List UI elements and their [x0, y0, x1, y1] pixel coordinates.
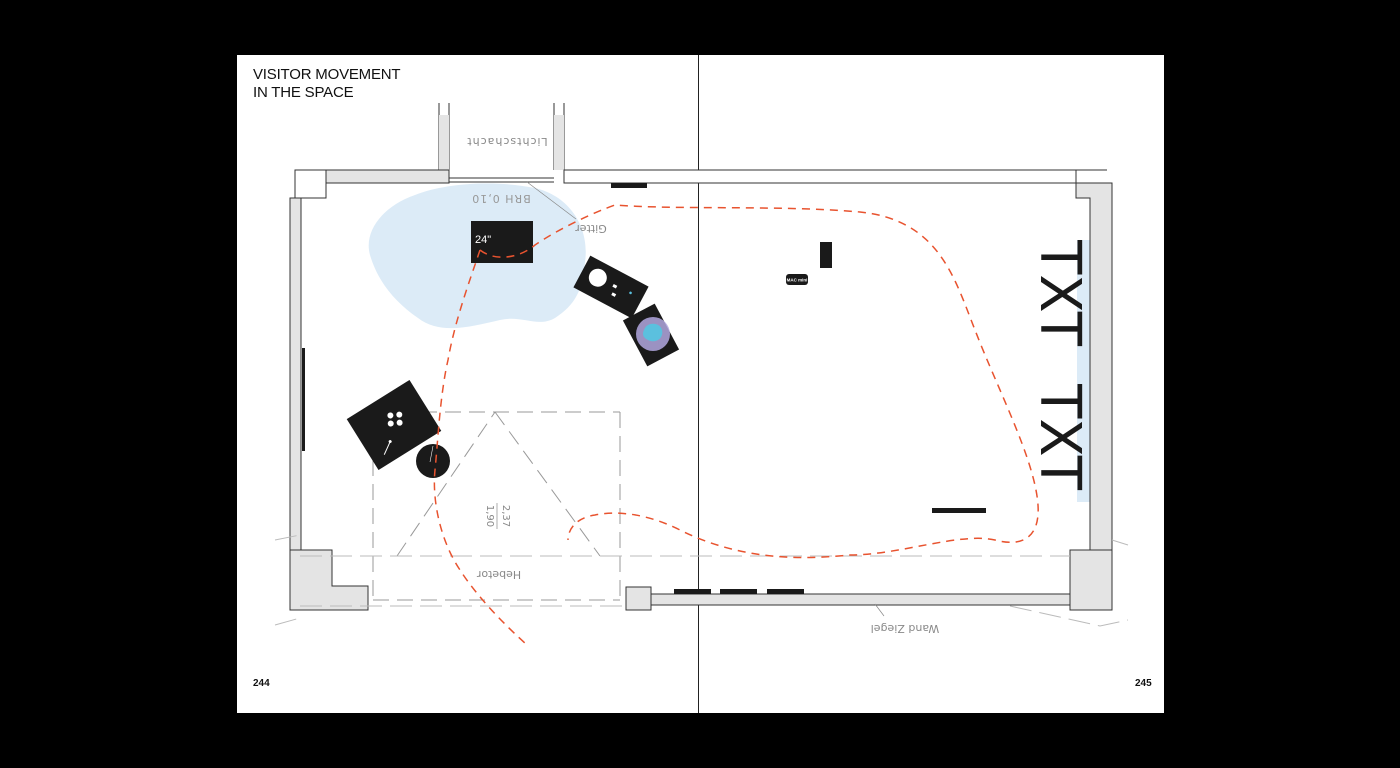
turntable-table [573, 255, 649, 319]
wall-light-strip [1077, 240, 1090, 502]
wall-text-2: TXT [1027, 383, 1092, 491]
round-stool [416, 444, 450, 478]
light-shaft [438, 103, 565, 183]
hologram-drop [643, 323, 663, 342]
title-line-2: IN THE SPACE [253, 84, 354, 101]
wall-screen [302, 348, 305, 451]
label-hebetor: Hebetor [476, 568, 521, 581]
label-dim-bottom: 1,90 [484, 505, 495, 527]
screen-24-label: 24" [475, 234, 491, 246]
label-brh: BRH 0,10 [471, 192, 530, 205]
bottom-device-3 [767, 589, 804, 594]
walls [289, 169, 1113, 611]
book-spine [698, 55, 699, 713]
title-line-1: VISITOR MOVEMENT [253, 66, 401, 83]
bottom-device-1 [674, 589, 711, 594]
page-title: VISITOR MOVEMENT IN THE SPACE [253, 66, 401, 102]
label-dim-top: 2,37 [500, 505, 511, 527]
page-number-left: 244 [253, 678, 270, 689]
mac-mini-label: MAC mini [787, 278, 808, 283]
wall-text-1: TXT [1027, 239, 1092, 347]
section-lines [274, 534, 1129, 627]
label-wand-ziegel: Wand Ziegel [871, 622, 940, 635]
bench [932, 508, 986, 513]
bottom-device-2 [720, 589, 757, 594]
visitor-path-entry [433, 249, 528, 646]
screen-24 [471, 221, 533, 263]
mac-mini [786, 274, 808, 285]
label-gitter: Gitter [575, 222, 607, 235]
top-wall-device [611, 183, 647, 188]
page-number-right: 245 [1135, 678, 1152, 689]
knob-table [346, 379, 442, 471]
label-lichtschacht: Lichtschacht [466, 135, 547, 148]
wall-device [820, 242, 832, 268]
lift-gate [372, 411, 621, 601]
